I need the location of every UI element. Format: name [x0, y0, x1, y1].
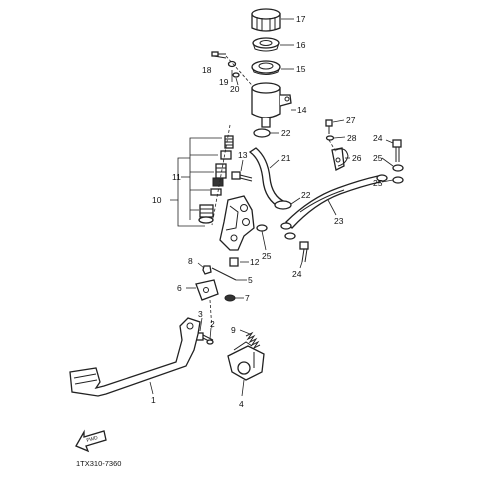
return-spring: [245, 331, 261, 350]
brake-hose: [285, 175, 381, 229]
reservoir-hose: [248, 147, 286, 209]
callout-13: 13: [238, 150, 248, 160]
callout-9: 9: [231, 325, 236, 335]
callout-2: 2: [210, 319, 215, 329]
callout-24-lower: 24: [292, 269, 302, 279]
guide-washer: [325, 135, 335, 141]
collar: [232, 72, 240, 78]
callout-16: 16: [296, 40, 306, 50]
callout-14: 14: [297, 105, 307, 115]
callout-25-right-bottom: 25: [373, 178, 383, 188]
clevis: [195, 279, 219, 301]
copper-washer: [256, 224, 268, 232]
callout-26: 26: [352, 153, 362, 163]
callout-4: 4: [239, 399, 244, 409]
callout-6: 6: [177, 283, 182, 293]
callout-25-lower: 25: [262, 251, 272, 261]
pedal-shaft: [227, 341, 265, 381]
fwd-label: FWD: [86, 435, 99, 444]
callout-24-upper: 24: [373, 133, 383, 143]
callout-21: 21: [281, 153, 291, 163]
diaphragm-plate: [252, 37, 280, 52]
hose-clip: [253, 128, 271, 138]
callout-25-right-top: 25: [373, 153, 383, 163]
copper-washer: [392, 164, 404, 172]
callout-7: 7: [245, 293, 250, 303]
guide-bolt: [325, 119, 333, 134]
callout-19: 19: [219, 77, 229, 87]
callout-5: 5: [248, 275, 253, 285]
callout-3: 3: [198, 309, 203, 319]
reservoir-screw: [211, 51, 227, 59]
adjust-nut: [202, 265, 212, 275]
callout-20: 20: [230, 84, 240, 94]
brake-pedal: [69, 317, 201, 397]
union-bolt-upper: [392, 139, 402, 162]
callout-10: 10: [152, 195, 162, 205]
boot: [229, 257, 239, 267]
hose-guide: [331, 147, 349, 171]
callout-23: 23: [334, 216, 344, 226]
callout-27: 27: [346, 115, 356, 125]
callout-22-lower: 22: [301, 190, 311, 200]
hose-clip-lower: [274, 200, 292, 210]
copper-washer: [392, 176, 404, 184]
reservoir-tank: [251, 82, 292, 128]
callout-17: 17: [296, 14, 306, 24]
callout-15: 15: [296, 64, 306, 74]
callout-11: 11: [172, 172, 181, 182]
callout-22-upper: 22: [281, 128, 291, 138]
piston-assembly: [198, 135, 234, 224]
union-bolt-lower: [299, 241, 309, 263]
push-rod: [211, 267, 237, 281]
diaphragm: [251, 60, 281, 75]
callout-28: 28: [347, 133, 357, 143]
cotter-nut: [224, 294, 236, 302]
pivot-washer: [206, 339, 214, 345]
copper-washer: [284, 232, 296, 240]
union-bolt-small: [231, 171, 253, 182]
callout-8: 8: [188, 256, 193, 266]
reservoir-cap: [251, 8, 281, 32]
fwd-arrow-icon: [75, 429, 107, 453]
callout-12: 12: [250, 257, 260, 267]
callout-18: 18: [202, 65, 212, 75]
callout-1: 1: [151, 395, 156, 405]
diagram-code: 1TX310-7360: [76, 459, 121, 468]
